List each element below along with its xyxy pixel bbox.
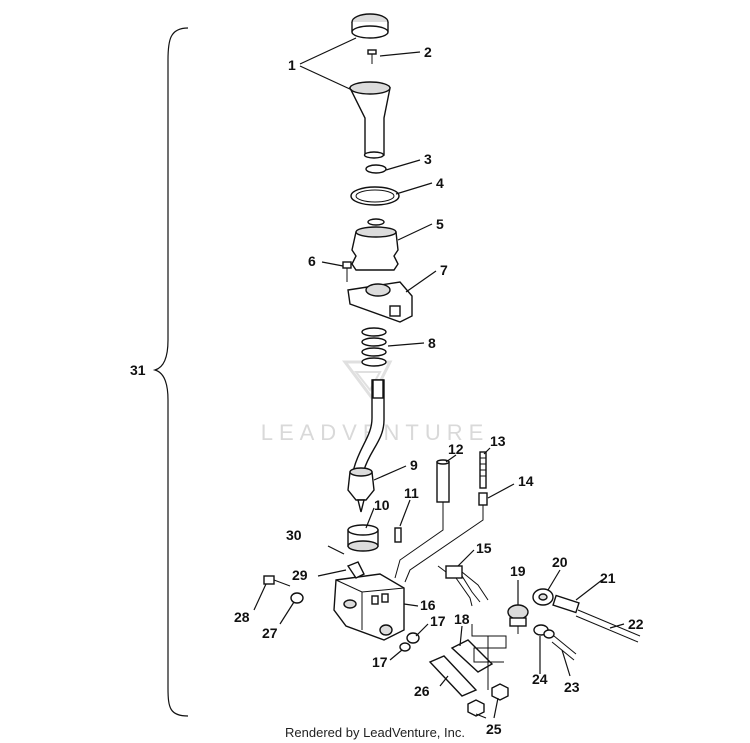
callout-15: 15 xyxy=(476,540,492,556)
part-7-bracket xyxy=(347,281,413,323)
part-24-adjuster xyxy=(533,624,577,661)
callout-4: 4 xyxy=(436,175,444,191)
part-16-housing xyxy=(333,573,405,641)
callout-28: 28 xyxy=(234,609,250,625)
leader-lines xyxy=(253,37,625,719)
callout-21: 21 xyxy=(600,570,616,586)
assembly-brace xyxy=(152,27,189,717)
callout-2: 2 xyxy=(424,44,432,60)
part-3-ring xyxy=(365,164,387,174)
callout-17-upper: 17 xyxy=(430,613,446,629)
callout-25: 25 xyxy=(486,721,502,737)
part-27-washer xyxy=(290,592,304,604)
callout-20: 20 xyxy=(552,554,568,570)
callout-31: 31 xyxy=(130,362,146,378)
callout-27: 27 xyxy=(262,625,278,641)
part-26-tube xyxy=(428,655,478,697)
part-4-ring xyxy=(350,186,400,206)
part-9-pivot xyxy=(347,467,375,513)
part-15-switch xyxy=(437,565,489,607)
callout-17-lower: 17 xyxy=(372,654,388,670)
callout-10: 10 xyxy=(374,497,390,513)
part-2-screw xyxy=(367,49,377,64)
part-30-pin xyxy=(327,545,345,555)
callout-14: 14 xyxy=(518,473,534,489)
callout-30: 30 xyxy=(286,527,302,543)
callout-11: 11 xyxy=(404,485,419,501)
part-5-boot xyxy=(351,218,399,271)
callout-19: 19 xyxy=(510,563,526,579)
callout-3: 3 xyxy=(424,151,432,167)
part-25-nut-a xyxy=(467,699,485,717)
part-12-cylinder xyxy=(394,459,450,579)
callout-18: 18 xyxy=(454,611,470,627)
callout-1: 1 xyxy=(288,57,296,73)
part-19-ball-stud xyxy=(507,604,529,634)
callout-16: 16 xyxy=(420,597,436,613)
part-18-tube xyxy=(450,639,494,673)
callout-23: 23 xyxy=(564,679,580,695)
part-17-washer-b xyxy=(399,642,411,652)
part-13-rod xyxy=(479,451,487,489)
part-29-clip xyxy=(346,561,365,579)
part-8-spring xyxy=(361,327,387,367)
linkage-lines xyxy=(471,624,507,663)
callout-8: 8 xyxy=(428,335,436,351)
part-6-bolt xyxy=(342,261,352,282)
callout-5: 5 xyxy=(436,216,444,232)
callout-26: 26 xyxy=(414,683,430,699)
part-11-pin xyxy=(394,527,402,543)
callout-9: 9 xyxy=(410,457,418,473)
callout-labels: 1 2 3 4 5 6 7 8 9 10 11 12 13 14 15 16 1… xyxy=(130,44,644,737)
callout-13: 13 xyxy=(490,433,506,449)
callout-6: 6 xyxy=(308,253,316,269)
part-25-nut-b xyxy=(491,683,509,701)
part-28-bolt xyxy=(263,575,291,587)
callout-7: 7 xyxy=(440,262,448,278)
part-14-connector xyxy=(404,492,488,583)
part-20-rod-end xyxy=(532,588,554,606)
callout-24: 24 xyxy=(532,671,548,687)
callout-29: 29 xyxy=(292,567,308,583)
part-1-knob xyxy=(348,13,391,159)
part-21-22-cable xyxy=(552,594,641,643)
footer-credit: Rendered by LeadVenture, Inc. xyxy=(285,725,465,740)
part-10-bushing xyxy=(347,524,379,552)
callout-22: 22 xyxy=(628,616,644,632)
callout-12: 12 xyxy=(448,441,464,457)
